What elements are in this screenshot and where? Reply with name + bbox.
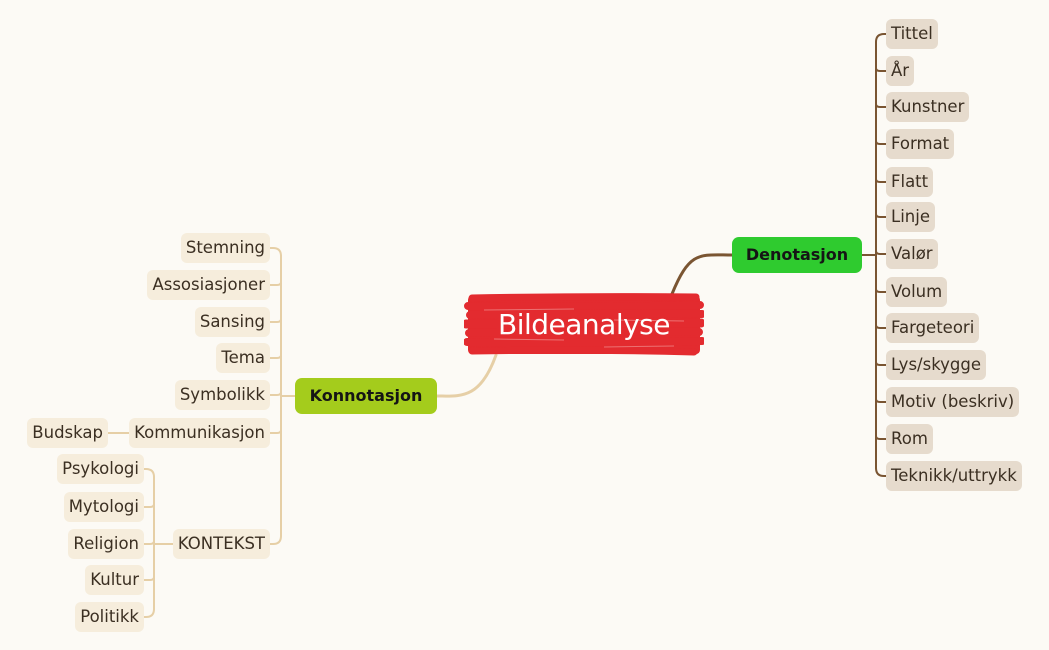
node-tema[interactable]: Tema — [216, 343, 270, 373]
node-linje[interactable]: Linje — [886, 202, 935, 232]
node-budskap[interactable]: Budskap — [27, 418, 108, 448]
node-valor[interactable]: Valør — [886, 239, 938, 269]
node-kunstner[interactable]: Kunstner — [886, 92, 970, 122]
node-kultur[interactable]: Kultur — [85, 565, 144, 595]
brush-stroke — [464, 337, 704, 347]
link-deno-leaf — [875, 324, 887, 329]
link-konno-leaf — [269, 535, 282, 545]
link-konno-leaf — [269, 391, 282, 396]
link-deno-leaf — [875, 33, 887, 43]
brush-stroke — [465, 327, 703, 337]
node-psykologi[interactable]: Psykologi — [57, 454, 144, 484]
brush-streak — [613, 319, 685, 322]
brush-stroke — [468, 293, 700, 302]
link-deno-leaf — [875, 140, 887, 145]
node-ar[interactable]: År — [886, 56, 915, 86]
node-motiv[interactable]: Motiv (beskriv) — [886, 387, 1020, 417]
link-kontekst-leaf — [143, 468, 155, 478]
link-kontekst-leaf — [143, 576, 155, 581]
node-fargeteori[interactable]: Fargeteori — [886, 313, 980, 343]
link-central-denotasjon — [670, 253, 734, 296]
central-topic[interactable]: Bildeanalyse — [464, 292, 704, 358]
link-deno-leaf — [875, 178, 887, 183]
link-deno-leaf — [875, 103, 887, 108]
node-assosiasjoner[interactable]: Assosiasjoner — [147, 270, 270, 300]
node-volum[interactable]: Volum — [886, 277, 948, 307]
node-mytologi[interactable]: Mytologi — [63, 492, 144, 522]
brush-streak — [493, 338, 565, 341]
link-deno-leaf — [875, 361, 887, 366]
link-konno-leaf — [269, 247, 282, 257]
node-kontekst[interactable]: KONTEKST — [172, 529, 270, 559]
link-konno-leaf — [269, 281, 282, 286]
link-kontekst-leaf — [143, 503, 155, 508]
link-deno-leaf — [875, 398, 887, 403]
link-kontekst-leaf — [143, 608, 155, 618]
branch-konnotasjon[interactable]: Konnotasjon — [295, 378, 437, 414]
brush-streak — [603, 345, 675, 348]
brush-stroke — [468, 346, 698, 356]
brush-stroke — [464, 301, 704, 311]
link-deno-leaf — [875, 467, 887, 477]
link-deno-leaf — [875, 288, 887, 293]
link-deno-leaf — [875, 435, 887, 440]
node-stemning[interactable]: Stemning — [180, 233, 270, 263]
node-teknikk-uttrykk[interactable]: Teknikk/uttrykk — [886, 461, 1022, 491]
node-kommunikasjon[interactable]: Kommunikasjon — [129, 418, 270, 448]
brush-stroke-background — [464, 293, 704, 356]
node-religion[interactable]: Religion — [68, 529, 144, 559]
brush-streak — [483, 308, 575, 311]
node-format[interactable]: Format — [886, 129, 955, 159]
link-konno-leaf — [269, 429, 282, 434]
link-deno-leaf — [875, 250, 887, 255]
node-politikk[interactable]: Politikk — [75, 602, 144, 632]
node-sansing[interactable]: Sansing — [194, 307, 270, 337]
link-deno-leaf — [875, 213, 887, 218]
link-konno-leaf — [269, 318, 282, 323]
link-kontekst-leaf — [143, 540, 155, 545]
node-symbolikk[interactable]: Symbolikk — [174, 380, 270, 410]
node-flatt[interactable]: Flatt — [886, 167, 934, 197]
node-rom[interactable]: Rom — [886, 424, 933, 454]
brush-stroke — [466, 309, 704, 319]
brush-stroke — [464, 318, 704, 330]
link-deno-leaf — [875, 67, 887, 72]
node-tittel[interactable]: Tittel — [886, 19, 938, 49]
link-central-konnotasjon — [435, 353, 498, 398]
node-lys-skygge[interactable]: Lys/skygge — [886, 350, 987, 380]
branch-denotasjon[interactable]: Denotasjon — [732, 237, 862, 273]
link-konno-leaf — [269, 354, 282, 359]
central-topic-label: Bildeanalyse — [498, 308, 671, 341]
